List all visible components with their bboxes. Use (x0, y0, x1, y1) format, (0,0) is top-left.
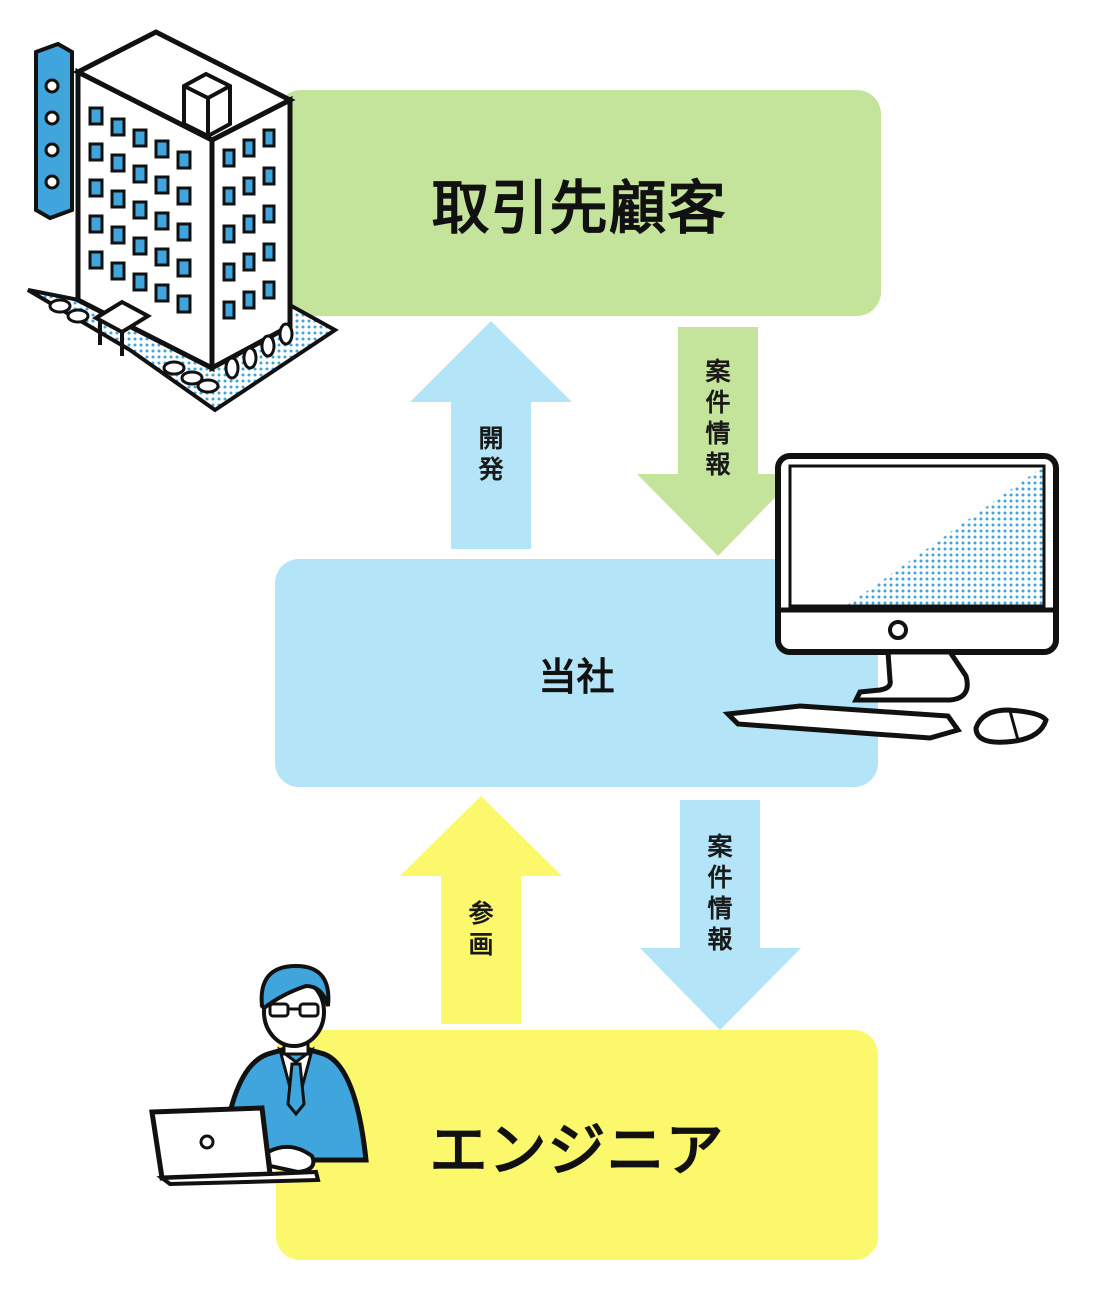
develop-label: 開発 (478, 424, 504, 484)
client-label: 取引先顧客 (431, 174, 727, 242)
case-info-bottom-label: 案件情報 (707, 832, 733, 954)
case-info-top-label: 案件情報 (705, 357, 731, 479)
join-label: 参画 (468, 899, 494, 959)
case-info-top-arrow (637, 327, 798, 556)
client-box: 取引先顧客 (277, 90, 881, 316)
company-label: 当社 (538, 654, 615, 699)
join-arrow (400, 796, 562, 1024)
engineer-box: エンジニア (276, 1030, 878, 1260)
engineer-label: エンジニア (429, 1116, 725, 1184)
case-info-bottom-arrow (640, 800, 801, 1030)
develop-arrow (410, 321, 572, 549)
